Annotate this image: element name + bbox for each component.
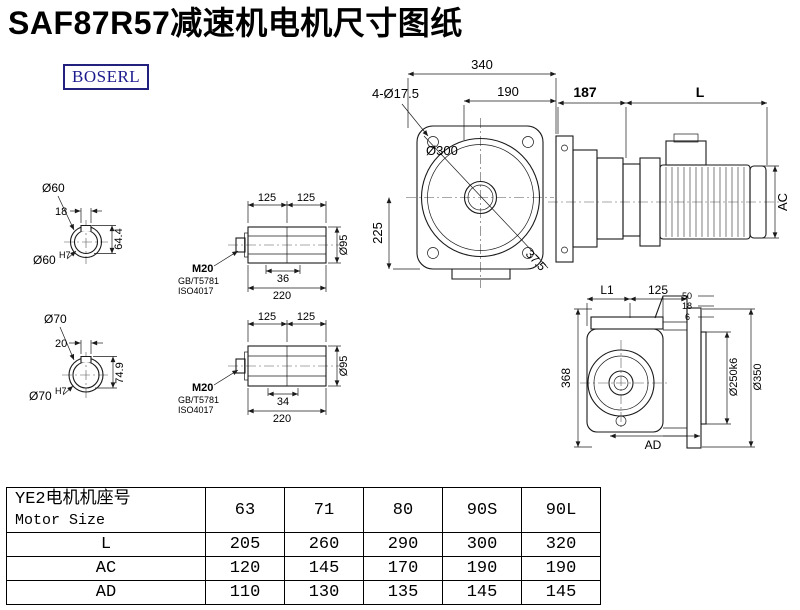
cell-ac-71: 145 [284,556,364,581]
dim-lower-diameter: Ø95 [338,356,350,377]
dim-center-height: 225 [370,222,385,244]
side-view: 187 L AC [548,84,790,263]
table-row-l: L 205 260 290 300 320 [6,532,601,557]
dim-shaft70-key-height: 74.9 [114,362,126,383]
shaft-detail-upper: 125 125 M20 GB/T5781 ISO4017 36 220 Ø95 [178,192,350,302]
dim-motor-length: L [696,84,705,100]
motor-size-header-cn: YE2电机机座号 [15,490,131,509]
shaft-section-60: Ø60 18 64.4 Ø60 H7 [33,181,125,267]
shaft-section-70: Ø70 20 74.9 Ø70 H7 [29,312,126,403]
size-col-90s: 90S [442,487,522,533]
dim-flange-diameter: Ø300 [426,143,458,158]
rear-view: L1 125 50 18 6 368 Ø250k6 Ø350 AD [559,283,764,452]
dim-corner-offset: 37.5 [523,247,549,274]
dim-shaft60-key-width: 18 [55,206,67,218]
dim-upper-diameter: Ø95 [338,235,350,256]
size-col-90l: 90L [521,487,601,533]
row-label-ad: AD [6,580,206,605]
dim-6: 6 [685,312,690,322]
cell-ac-63: 120 [205,556,285,581]
dim-368: 368 [559,368,573,388]
motor-size-header: YE2电机机座号 Motor Size [6,487,206,533]
dim-bolt-holes: 4-Ø17.5 [372,86,419,101]
dim-shaft60-bore: Ø60 [33,253,56,267]
page-title: SAF87R57减速机电机尺寸图纸 [8,5,463,41]
dim-l1: L1 [600,283,614,297]
dim-ad: AD [645,438,662,452]
brand-logo: BOSERL [63,64,150,90]
dim-shaft70-diameter: Ø70 [44,312,67,326]
dim-motor-diameter: AC [775,193,790,211]
cell-l-90s: 300 [442,532,522,557]
dim-50: 50 [682,291,692,301]
cell-ad-80: 135 [363,580,443,605]
table-row-ac: AC 120 145 170 190 190 [6,556,601,581]
dim-upper-thread: M20 [192,263,213,275]
dim-shaft60-bore-tolerance: H7 [59,250,71,260]
row-label-ac: AC [6,556,206,581]
dim-lower-thread: M20 [192,382,213,394]
motor-size-table: YE2电机机座号 Motor Size 63 71 80 90S 90L L 2… [6,487,601,605]
dim-upper-standard-2: ISO4017 [178,286,214,296]
dim-upper-len-a: 125 [258,192,276,204]
dim-upper-key-len: 36 [277,273,289,285]
row-label-l: L [6,532,206,557]
dim-spigot: Ø250k6 [728,358,740,397]
dim-lower-len-b: 125 [297,311,315,323]
dim-shaft60-diameter: Ø60 [42,181,65,195]
dim-shaft70-bore-tolerance: H7 [55,386,67,396]
shaft-detail-lower: 125 125 M20 GB/T5781 ISO4017 34 220 Ø95 [178,311,350,425]
dim-overall-width: 340 [471,57,493,72]
cell-l-90l: 320 [521,532,601,557]
size-col-80: 80 [363,487,443,533]
cell-l-63: 205 [205,532,285,557]
dim-upper-len-b: 125 [297,192,315,204]
cell-ad-90s: 145 [442,580,522,605]
dim-lower-key-len: 34 [277,396,289,408]
dim-lower-total-len: 220 [273,413,291,425]
cell-ad-90l: 145 [521,580,601,605]
dim-upper-total-len: 220 [273,290,291,302]
table-row-ad: AD 110 130 135 145 145 [6,580,601,605]
cell-l-80: 290 [363,532,443,557]
dim-flange-diameter-rear: Ø350 [752,364,764,391]
motor-size-header-en: Motor Size [15,512,106,529]
size-col-71: 71 [284,487,364,533]
dim-gearbox-length: 187 [573,84,597,100]
dim-upper-standard-1: GB/T5781 [178,276,219,286]
dim-lower-len-a: 125 [258,311,276,323]
dim-shaft60-key-height: 64.4 [113,228,125,249]
dim-shaft70-bore: Ø70 [29,389,52,403]
front-view: 340 190 4-Ø17.5 Ø300 225 37.5 [370,57,557,288]
cell-ac-90s: 190 [442,556,522,581]
cell-ac-90l: 190 [521,556,601,581]
size-col-63: 63 [205,487,285,533]
dim-shaft70-key-width: 20 [55,338,67,350]
dim-lower-standard-1: GB/T5781 [178,395,219,405]
dim-18: 18 [682,301,692,311]
dim-bolt-span: 190 [497,84,519,99]
cell-l-71: 260 [284,532,364,557]
dim-lower-standard-2: ISO4017 [178,405,214,415]
cell-ad-63: 110 [205,580,285,605]
cell-ac-80: 170 [363,556,443,581]
dim-125: 125 [648,283,668,297]
cell-ad-71: 130 [284,580,364,605]
table-header-row: YE2电机机座号 Motor Size 63 71 80 90S 90L [6,487,601,533]
